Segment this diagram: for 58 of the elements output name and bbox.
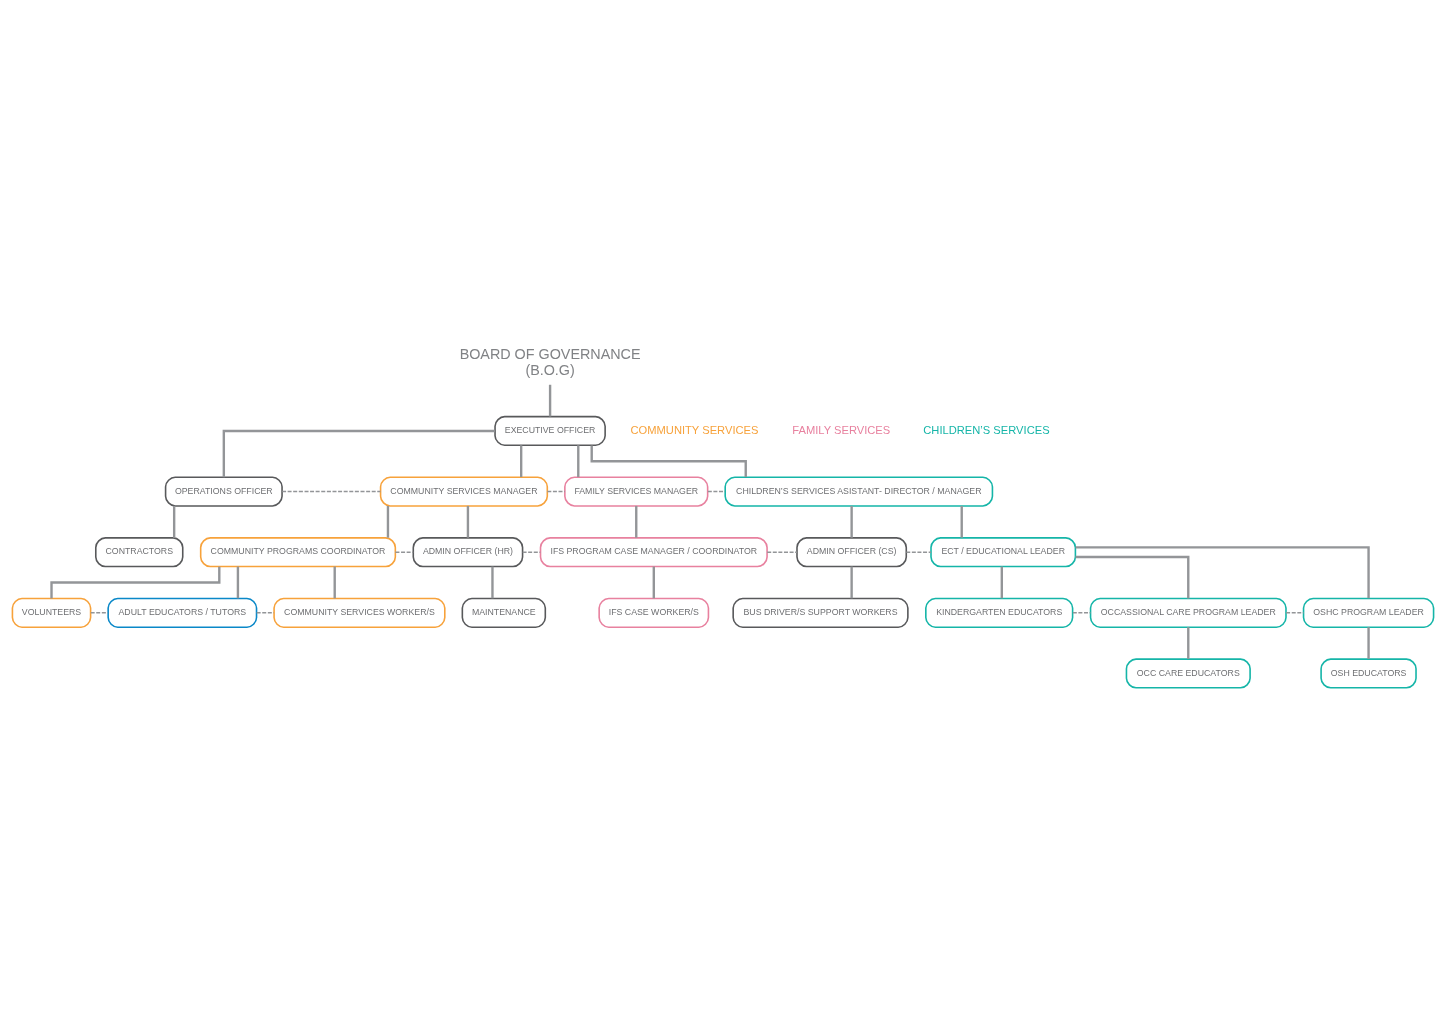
- connector: [394, 550, 415, 553]
- connector: [255, 611, 275, 614]
- connector: [333, 566, 336, 598]
- node-box: COMMUNITY SERVICES WORKER/S: [273, 597, 446, 628]
- connector: [89, 611, 109, 614]
- connector: [236, 566, 240, 598]
- node-box: COMMUNITY SERVICES MANAGER: [379, 475, 549, 507]
- node-box: ECT / EDUCATIONAL LEADER: [930, 536, 1077, 567]
- connector: [548, 384, 552, 416]
- connector: [635, 505, 638, 538]
- connector: [386, 505, 390, 538]
- node-box: BUS DRIVER/S SUPPORT WORKERS: [732, 597, 909, 628]
- connector: [905, 550, 932, 553]
- node-box: ADMIN OFFICER (HR): [412, 536, 524, 567]
- connector: [1000, 566, 1003, 598]
- connector: [546, 490, 566, 492]
- node-text: BOARD OF GOVERNANCE (B.O.G): [459, 345, 641, 378]
- connector: [1072, 611, 1092, 614]
- node-box: OCC CARE EDUCATORS: [1125, 657, 1251, 689]
- label: CHILDREN’S SERVICES: [923, 423, 1050, 436]
- node-box: KINDERGARTEN EDUCATORS: [925, 597, 1074, 628]
- connector: [519, 444, 523, 477]
- label: COMMUNITY SERVICES: [630, 423, 759, 436]
- node-box: MAINTENANCE: [461, 597, 547, 628]
- connector: [652, 566, 655, 598]
- node-box: OPERATIONS OFFICER: [164, 475, 283, 507]
- connector: [850, 505, 853, 538]
- node-box: COMMUNITY PROGRAMS COORDINATOR: [199, 536, 397, 567]
- node-box: OSHC PROGRAM LEADER: [1302, 597, 1435, 628]
- node-box: CONTRACTORS: [95, 536, 184, 567]
- connector: [521, 550, 542, 553]
- node-box: ADULT EDUCATORS / TUTORS: [107, 597, 258, 628]
- node-box: EXECUTIVE OFFICER: [494, 415, 606, 446]
- connector: [590, 444, 747, 477]
- connector: [577, 444, 580, 477]
- connector: [1075, 555, 1190, 598]
- node-box: IFS CASE WORKER/S: [598, 597, 710, 628]
- node-box: OCCASSIONAL CARE PROGRAM LEADER: [1089, 597, 1287, 628]
- connector: [466, 505, 470, 538]
- node-box: ADMIN OFFICER (CS): [796, 536, 908, 567]
- connector: [491, 566, 494, 598]
- connector: [707, 490, 726, 492]
- connector: [960, 505, 963, 538]
- connector: [1075, 545, 1370, 598]
- connector: [1187, 626, 1190, 659]
- connector: [281, 490, 382, 492]
- connector: [766, 550, 798, 553]
- connector: [850, 566, 853, 598]
- connector: [222, 429, 495, 477]
- node-box: CHILDREN’S SERVICES ASISTANT- DIRECTOR / MANAGER: [724, 475, 994, 507]
- connector: [1367, 626, 1370, 659]
- connector: [50, 566, 221, 598]
- node-box: FAMILY SERVICES MANAGER: [564, 475, 709, 507]
- node-box: VOLUNTEERS: [11, 597, 92, 628]
- label: FAMILY SERVICES: [792, 423, 891, 436]
- node-box: IFS PROGRAM CASE MANAGER / COORDINATOR: [539, 536, 768, 567]
- connector: [172, 505, 176, 538]
- node-box: OSH EDUCATORS: [1320, 657, 1417, 689]
